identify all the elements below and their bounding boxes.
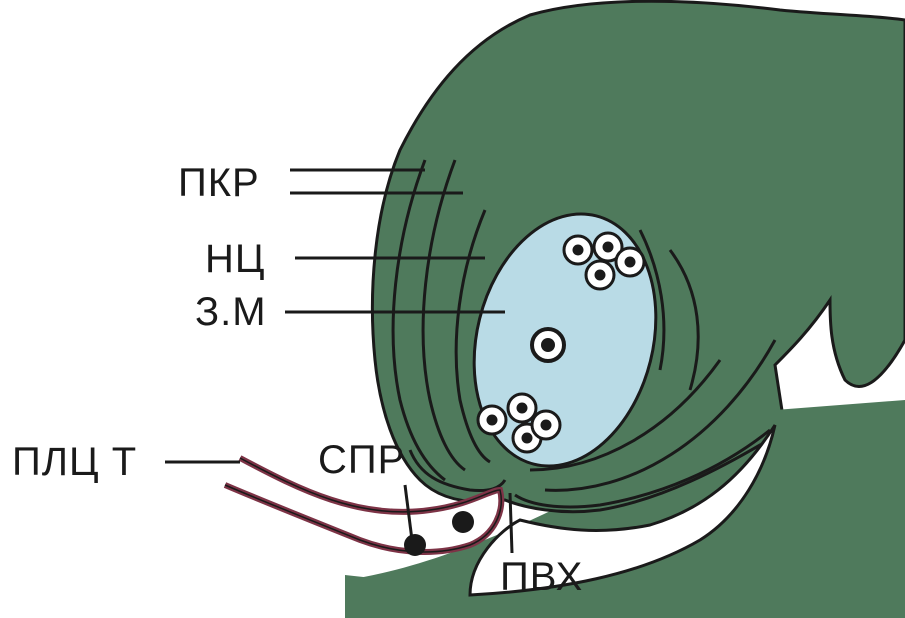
label-pollen-tube: ПЛЦ Т xyxy=(12,440,137,484)
sperm-cell-2 xyxy=(452,511,474,533)
leader-micropyle xyxy=(510,493,512,553)
central-nucleus xyxy=(532,329,564,361)
label-nucellus: НЦ xyxy=(205,237,265,281)
sperm-cell-1 xyxy=(404,534,426,556)
label-micropyle: ПВХ xyxy=(500,555,583,599)
label-embryo-sac: З.М xyxy=(195,290,267,334)
label-integuments: ПКР xyxy=(178,161,260,205)
label-sperm: СПР xyxy=(318,438,405,482)
